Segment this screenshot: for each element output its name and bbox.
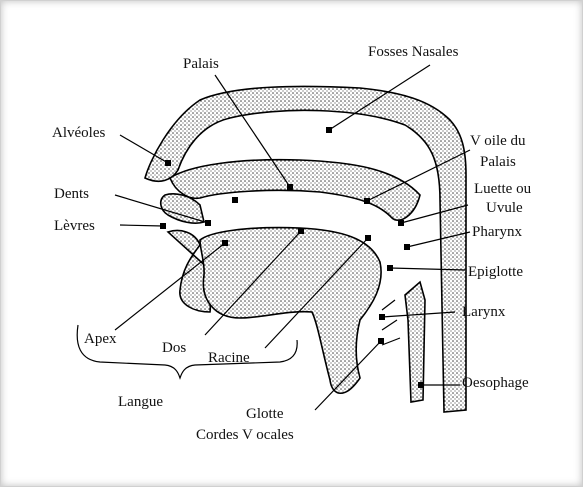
label-epiglotte: Epiglotte xyxy=(468,264,523,280)
label-dos: Dos xyxy=(162,340,186,356)
label-fosses-nasales: Fosses Nasales xyxy=(368,44,459,60)
label-racine: Racine xyxy=(208,350,250,366)
label-levres: Lèvres xyxy=(54,218,95,234)
label-langue: Langue xyxy=(118,394,163,410)
label-dents: Dents xyxy=(54,186,89,202)
label-luette-ou: Luette ou xyxy=(474,181,532,197)
palate-shape xyxy=(170,160,420,221)
trachea-wall xyxy=(382,300,400,345)
label-voile-du: V oile du xyxy=(470,133,526,149)
label-larynx: Larynx xyxy=(462,304,506,320)
label-apex: Apex xyxy=(84,331,117,347)
label-uvule: Uvule xyxy=(486,200,523,216)
label-alveoles: Alvéoles xyxy=(52,125,105,141)
label-voile-palais: Palais xyxy=(480,154,516,170)
label-palais: Palais xyxy=(183,56,219,72)
label-pharynx: Pharynx xyxy=(472,224,522,240)
label-oesophage: Oesophage xyxy=(462,375,529,391)
label-glotte: Glotte xyxy=(246,406,284,422)
label-cordes-vocales: Cordes V ocales xyxy=(196,427,294,443)
